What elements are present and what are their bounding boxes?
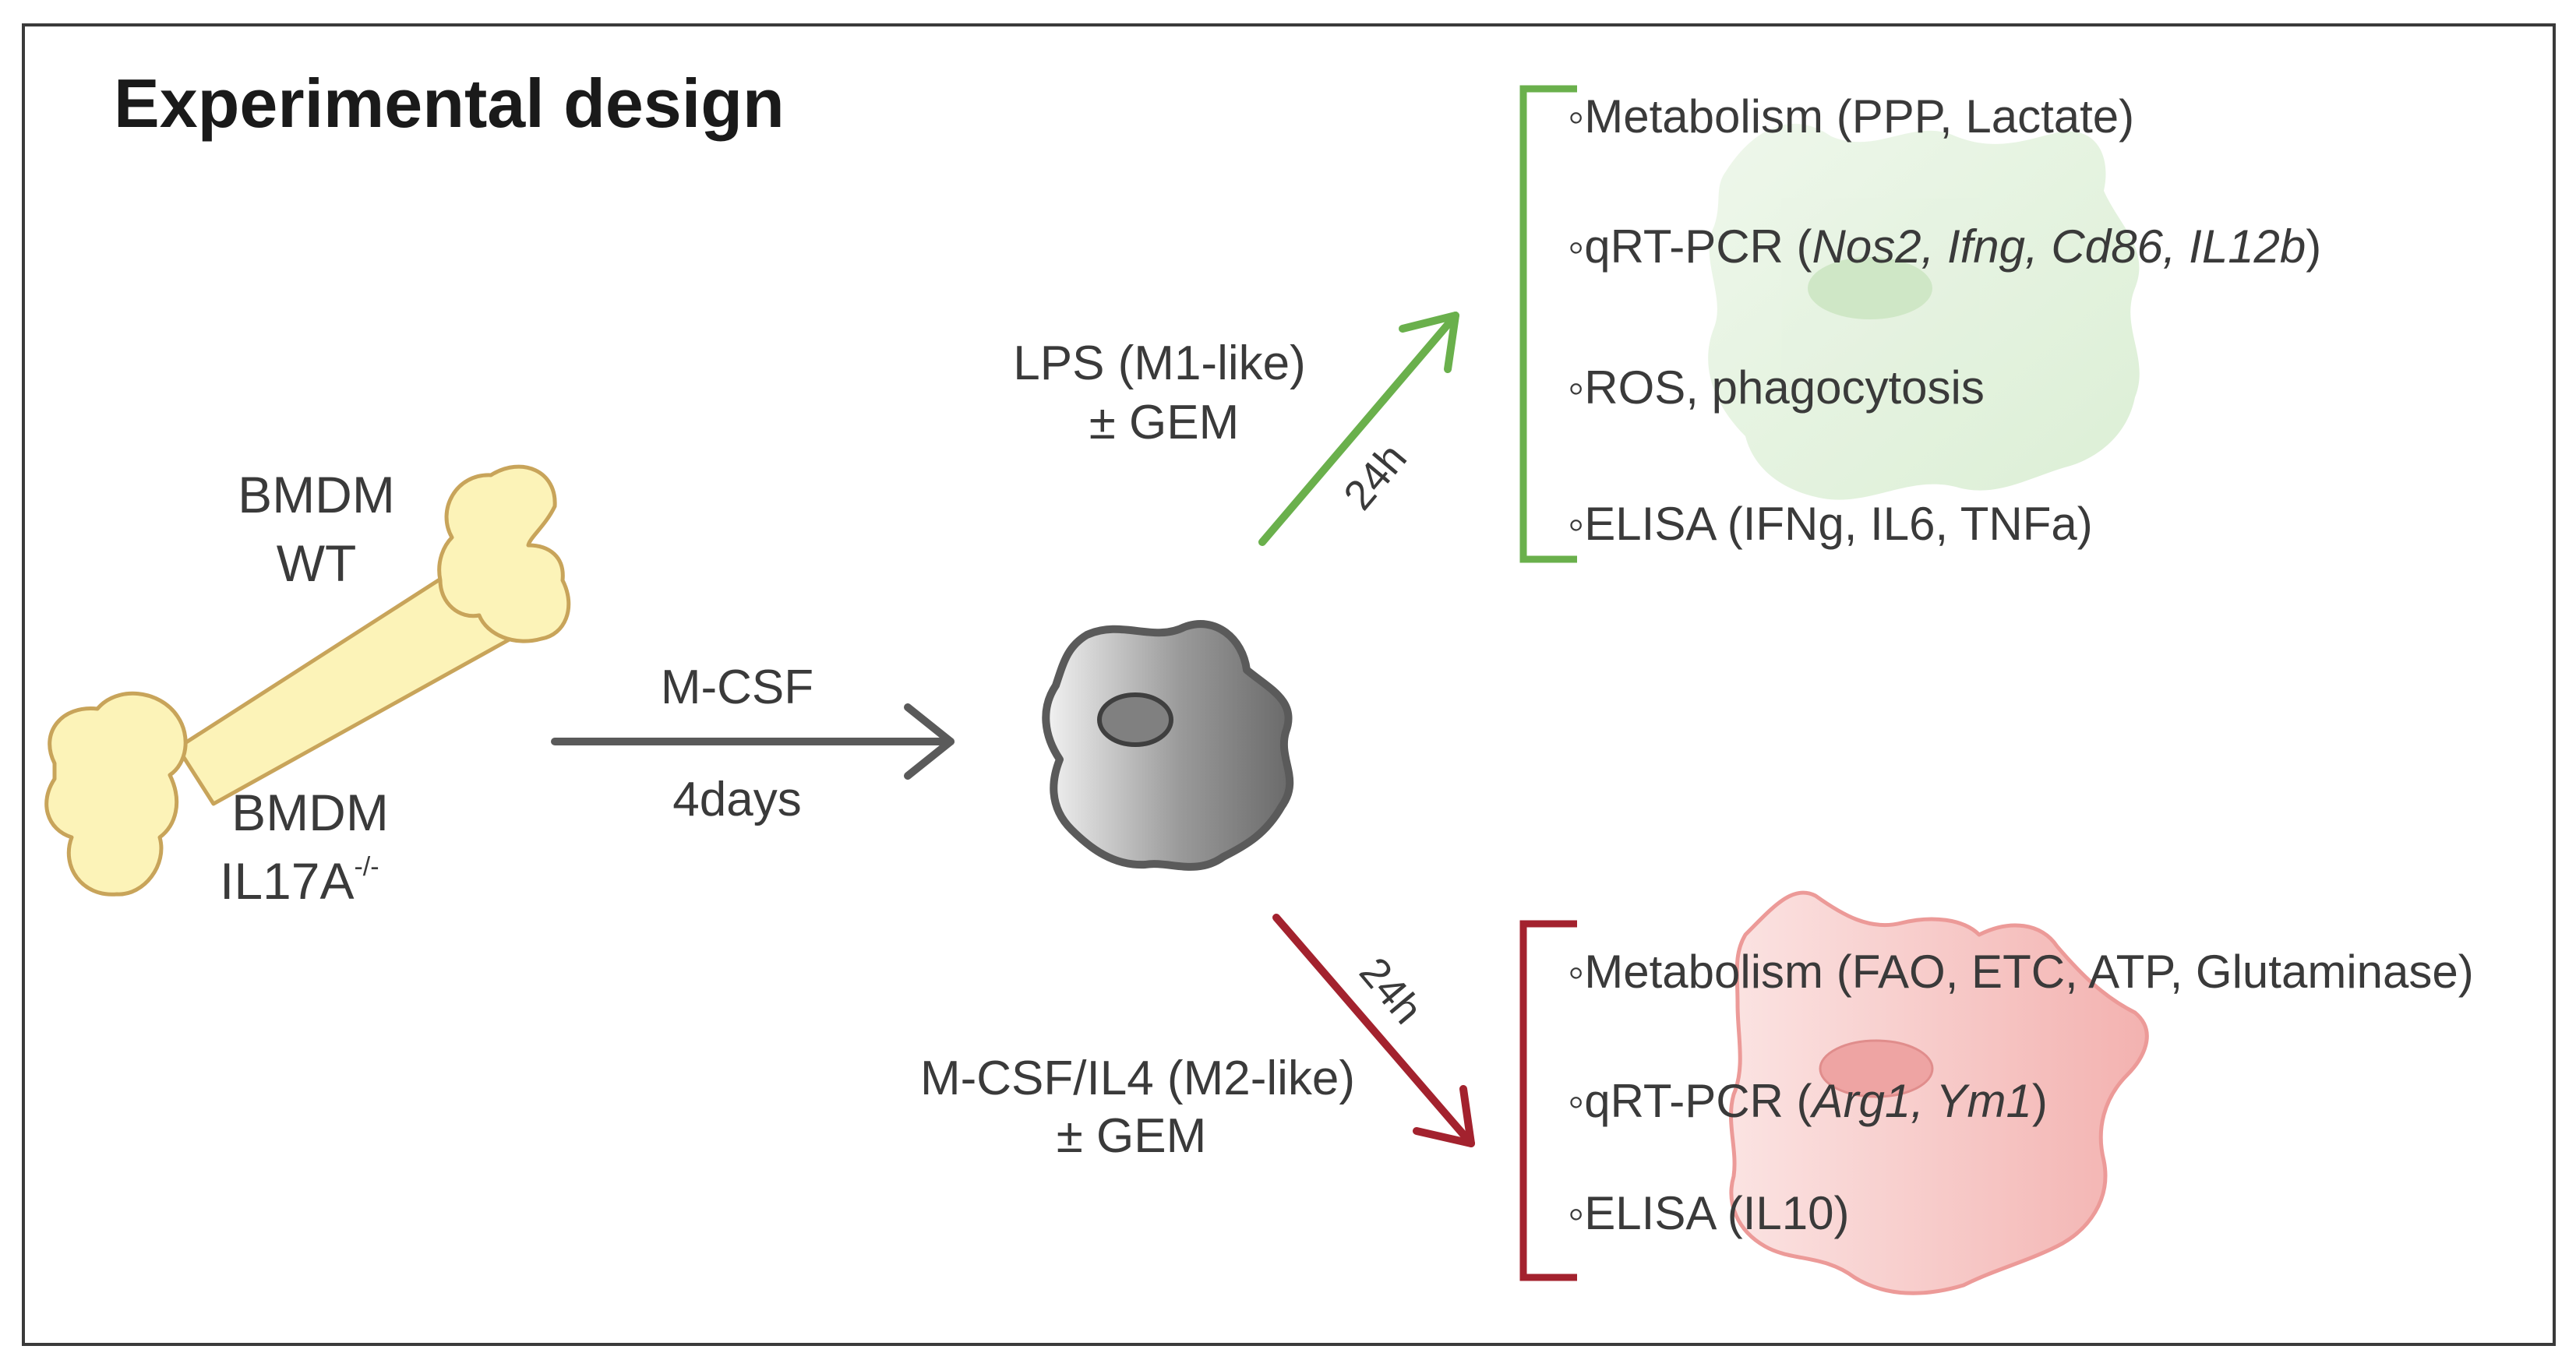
m1-readout-item: ◦qRT-PCR (Nos2, Ifng, Cd86, IL12b): [1568, 220, 2322, 273]
ko-superscript: -/-: [354, 852, 379, 882]
duration-label: 4days: [672, 773, 802, 826]
ko-label-line2: IL17A-/-: [220, 852, 379, 910]
m1-readout-item: ◦ELISA (IFNg, IL6, TNFa): [1568, 498, 2093, 550]
m2-readout-item: ◦Metabolism (FAO, ETC, ATP, Glutaminase): [1568, 946, 2474, 998]
wt-label-line2: WT: [276, 534, 357, 592]
m2-readout-item: ◦ELISA (IL10): [1568, 1187, 1850, 1239]
m1-condition-line1: LPS (M1-like): [1013, 336, 1306, 390]
wt-label-line1: BMDM: [238, 466, 395, 523]
figure-title: Experimental design: [114, 65, 785, 142]
m2-arrow: [1272, 914, 1475, 1147]
bone-icon: [44, 464, 571, 897]
m1-readout-bracket: [1519, 85, 1577, 563]
m1-readout-item: ◦ROS, phagocytosis: [1568, 361, 1985, 414]
m1-condition-line2: ± GEM: [1089, 396, 1240, 449]
m1-readout-item: ◦Metabolism (PPP, Lactate): [1568, 90, 2135, 143]
figure-frame: [22, 23, 2556, 1346]
macrophage-cell-icon: [1042, 620, 1294, 871]
m2-readout-item: ◦qRT-PCR (Arg1, Ym1): [1568, 1075, 2048, 1127]
ko-genotype: IL17A: [220, 852, 355, 910]
mcsf-label: M-CSF: [660, 661, 814, 714]
m2-macrophage-background-icon: [1728, 890, 2149, 1295]
m2-condition-line1: M-CSF/IL4 (M2-like): [919, 1052, 1356, 1105]
ko-label-line1: BMDM: [231, 784, 389, 841]
m1-arrow: [1258, 312, 1459, 546]
m1-macrophage-background-icon: [1708, 123, 2140, 500]
mcsf-arrow: [551, 703, 955, 780]
m2-readout-bracket: [1519, 920, 1577, 1281]
m2-condition-line2: ± GEM: [1056, 1109, 1207, 1163]
